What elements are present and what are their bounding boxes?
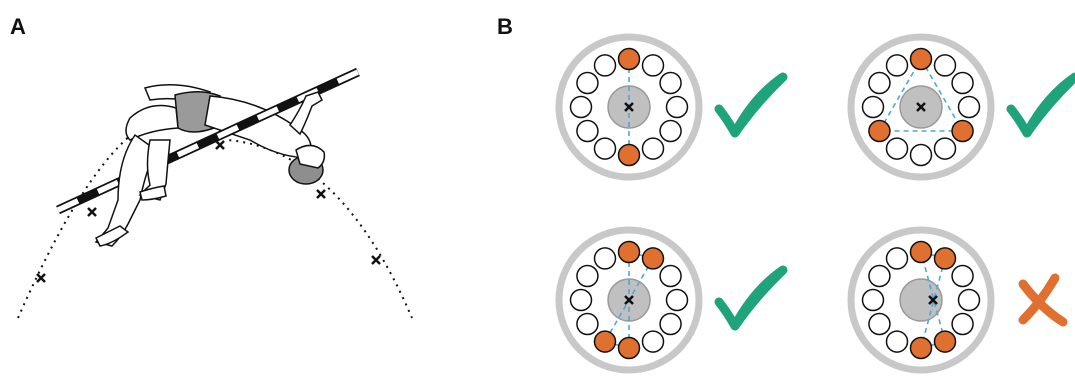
empty-slot (659, 264, 682, 288)
empty-slot (593, 247, 617, 270)
empty-slot (659, 71, 682, 95)
empty-slot (861, 95, 885, 119)
connector-line (878, 58, 922, 132)
configuration-3 (555, 226, 788, 374)
empty-slot (868, 312, 891, 336)
marker-2 (87, 207, 97, 217)
empty-slot (951, 264, 974, 288)
center-of-mass-marker (624, 295, 634, 305)
empty-slot (569, 95, 593, 119)
empty-slot (885, 247, 909, 270)
connector-line (920, 251, 946, 342)
panel-label-a: A (10, 14, 26, 39)
filled-slot (909, 240, 933, 264)
empty-slot (909, 143, 933, 167)
marker-5 (371, 255, 381, 265)
marker-4 (316, 189, 326, 199)
empty-slot (576, 264, 599, 288)
center-of-mass-marker (916, 102, 926, 112)
center-of-mass-marker (624, 102, 634, 112)
configuration-4 (847, 226, 1068, 374)
filled-slot (593, 330, 617, 353)
trajectory-markers (36, 140, 381, 283)
empty-slot (641, 137, 665, 160)
check-icon (714, 72, 788, 138)
filled-slot (617, 143, 641, 167)
filled-slot (909, 47, 933, 71)
empty-slot (576, 71, 599, 95)
empty-slot (868, 71, 891, 95)
connector-line (920, 258, 946, 349)
empty-slot (951, 312, 974, 336)
empty-slot (665, 288, 689, 312)
connector-line (920, 58, 964, 132)
check-icon (1006, 72, 1075, 138)
empty-slot (868, 264, 891, 288)
empty-slot (861, 288, 885, 312)
empty-slot (641, 54, 665, 77)
empty-slot (569, 288, 593, 312)
filled-slot (617, 336, 641, 360)
marker-1 (36, 273, 46, 283)
empty-slot (933, 137, 957, 160)
check-icon (714, 265, 788, 331)
empty-slot (593, 54, 617, 77)
configuration-2 (847, 33, 1075, 181)
empty-slot (665, 95, 689, 119)
empty-slot (885, 330, 909, 353)
empty-slot (641, 330, 665, 353)
tool-configurations (555, 33, 1075, 374)
empty-slot (933, 54, 957, 77)
empty-slot (951, 71, 974, 95)
center-hub (899, 278, 943, 322)
filled-slot (909, 336, 933, 360)
empty-slot (659, 119, 682, 143)
empty-slot (885, 54, 909, 77)
configuration-1 (555, 33, 788, 181)
filled-slot (868, 119, 891, 143)
filled-slot (933, 330, 957, 353)
jumper-arm (289, 91, 323, 136)
empty-slot (885, 137, 909, 160)
panel-label-b: B (497, 14, 513, 39)
jumper-head (288, 144, 326, 185)
filled-slot (617, 47, 641, 71)
marker-3 (215, 140, 225, 150)
filled-slot (617, 240, 641, 264)
trajectory-path (17, 112, 413, 319)
empty-slot (576, 312, 599, 336)
empty-slot (957, 288, 981, 312)
empty-slot (957, 95, 981, 119)
filled-slot (951, 119, 974, 143)
empty-slot (659, 312, 682, 336)
cross-icon (1018, 273, 1068, 327)
empty-slot (593, 137, 617, 160)
jumper-legs (94, 133, 171, 247)
center-of-mass-marker (928, 295, 938, 305)
filled-slot (641, 247, 665, 270)
filled-slot (933, 247, 957, 270)
empty-slot (576, 119, 599, 143)
